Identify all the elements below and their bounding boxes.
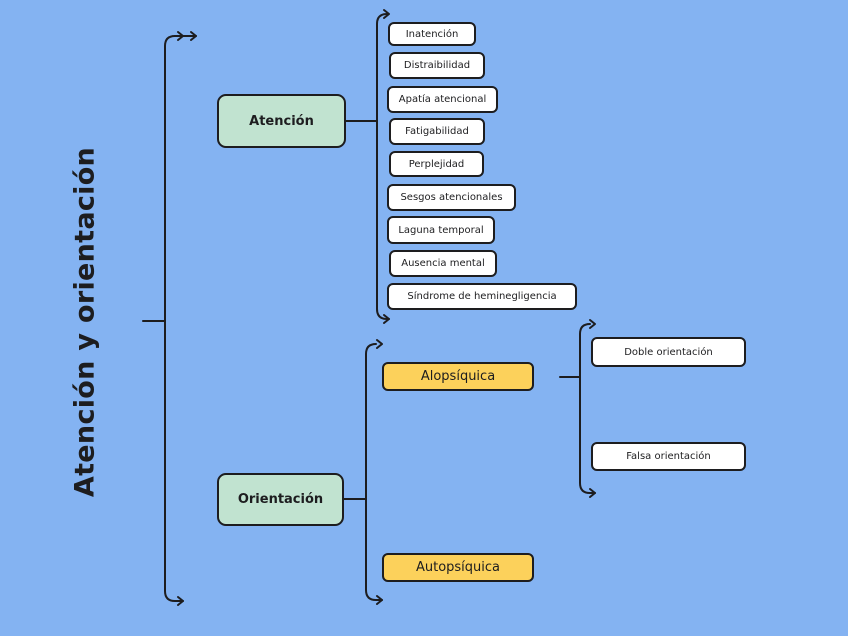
leaf-inatencion[interactable]: Inatención bbox=[388, 22, 476, 46]
atencion-node[interactable]: Atención bbox=[217, 94, 346, 148]
leaf-ausencia-mental[interactable]: Ausencia mental bbox=[389, 250, 497, 277]
arrowhead bbox=[376, 339, 383, 349]
leaf-sesgos-atencionales[interactable]: Sesgos atencionales bbox=[387, 184, 516, 211]
leaf-laguna-temporal[interactable]: Laguna temporal bbox=[387, 216, 495, 244]
arrowhead bbox=[376, 595, 383, 605]
leaf-fatigabilidad[interactable]: Fatigabilidad bbox=[389, 118, 485, 145]
arrowhead bbox=[589, 319, 596, 329]
leaf-distraibilidad[interactable]: Distraibilidad bbox=[389, 52, 485, 79]
leaf-doble-orientacion[interactable]: Doble orientación bbox=[591, 337, 746, 367]
diagram-title: Atención y orientación bbox=[69, 146, 101, 498]
leaf-apatia-atencional[interactable]: Apatía atencional bbox=[387, 86, 498, 113]
orientacion-bracket bbox=[365, 343, 383, 601]
atencion-bracket bbox=[376, 13, 390, 320]
arrowhead bbox=[177, 596, 184, 606]
leaf-falsa-orientacion[interactable]: Falsa orientación bbox=[591, 442, 746, 471]
autopsiquica-node[interactable]: Autopsíquica bbox=[382, 553, 534, 582]
alopsiquica-node[interactable]: Alopsíquica bbox=[382, 362, 534, 391]
arrowhead bbox=[383, 9, 390, 19]
root-bracket bbox=[164, 35, 184, 602]
arrowhead bbox=[383, 314, 390, 324]
alopsiquica-bracket bbox=[579, 323, 596, 494]
orientacion-node[interactable]: Orientación bbox=[217, 473, 344, 526]
arrowhead bbox=[589, 488, 596, 498]
leaf-perplejidad[interactable]: Perplejidad bbox=[389, 151, 484, 177]
arrowhead bbox=[190, 31, 197, 41]
leaf-sindrome-heminegligencia[interactable]: Síndrome de heminegligencia bbox=[387, 283, 577, 310]
